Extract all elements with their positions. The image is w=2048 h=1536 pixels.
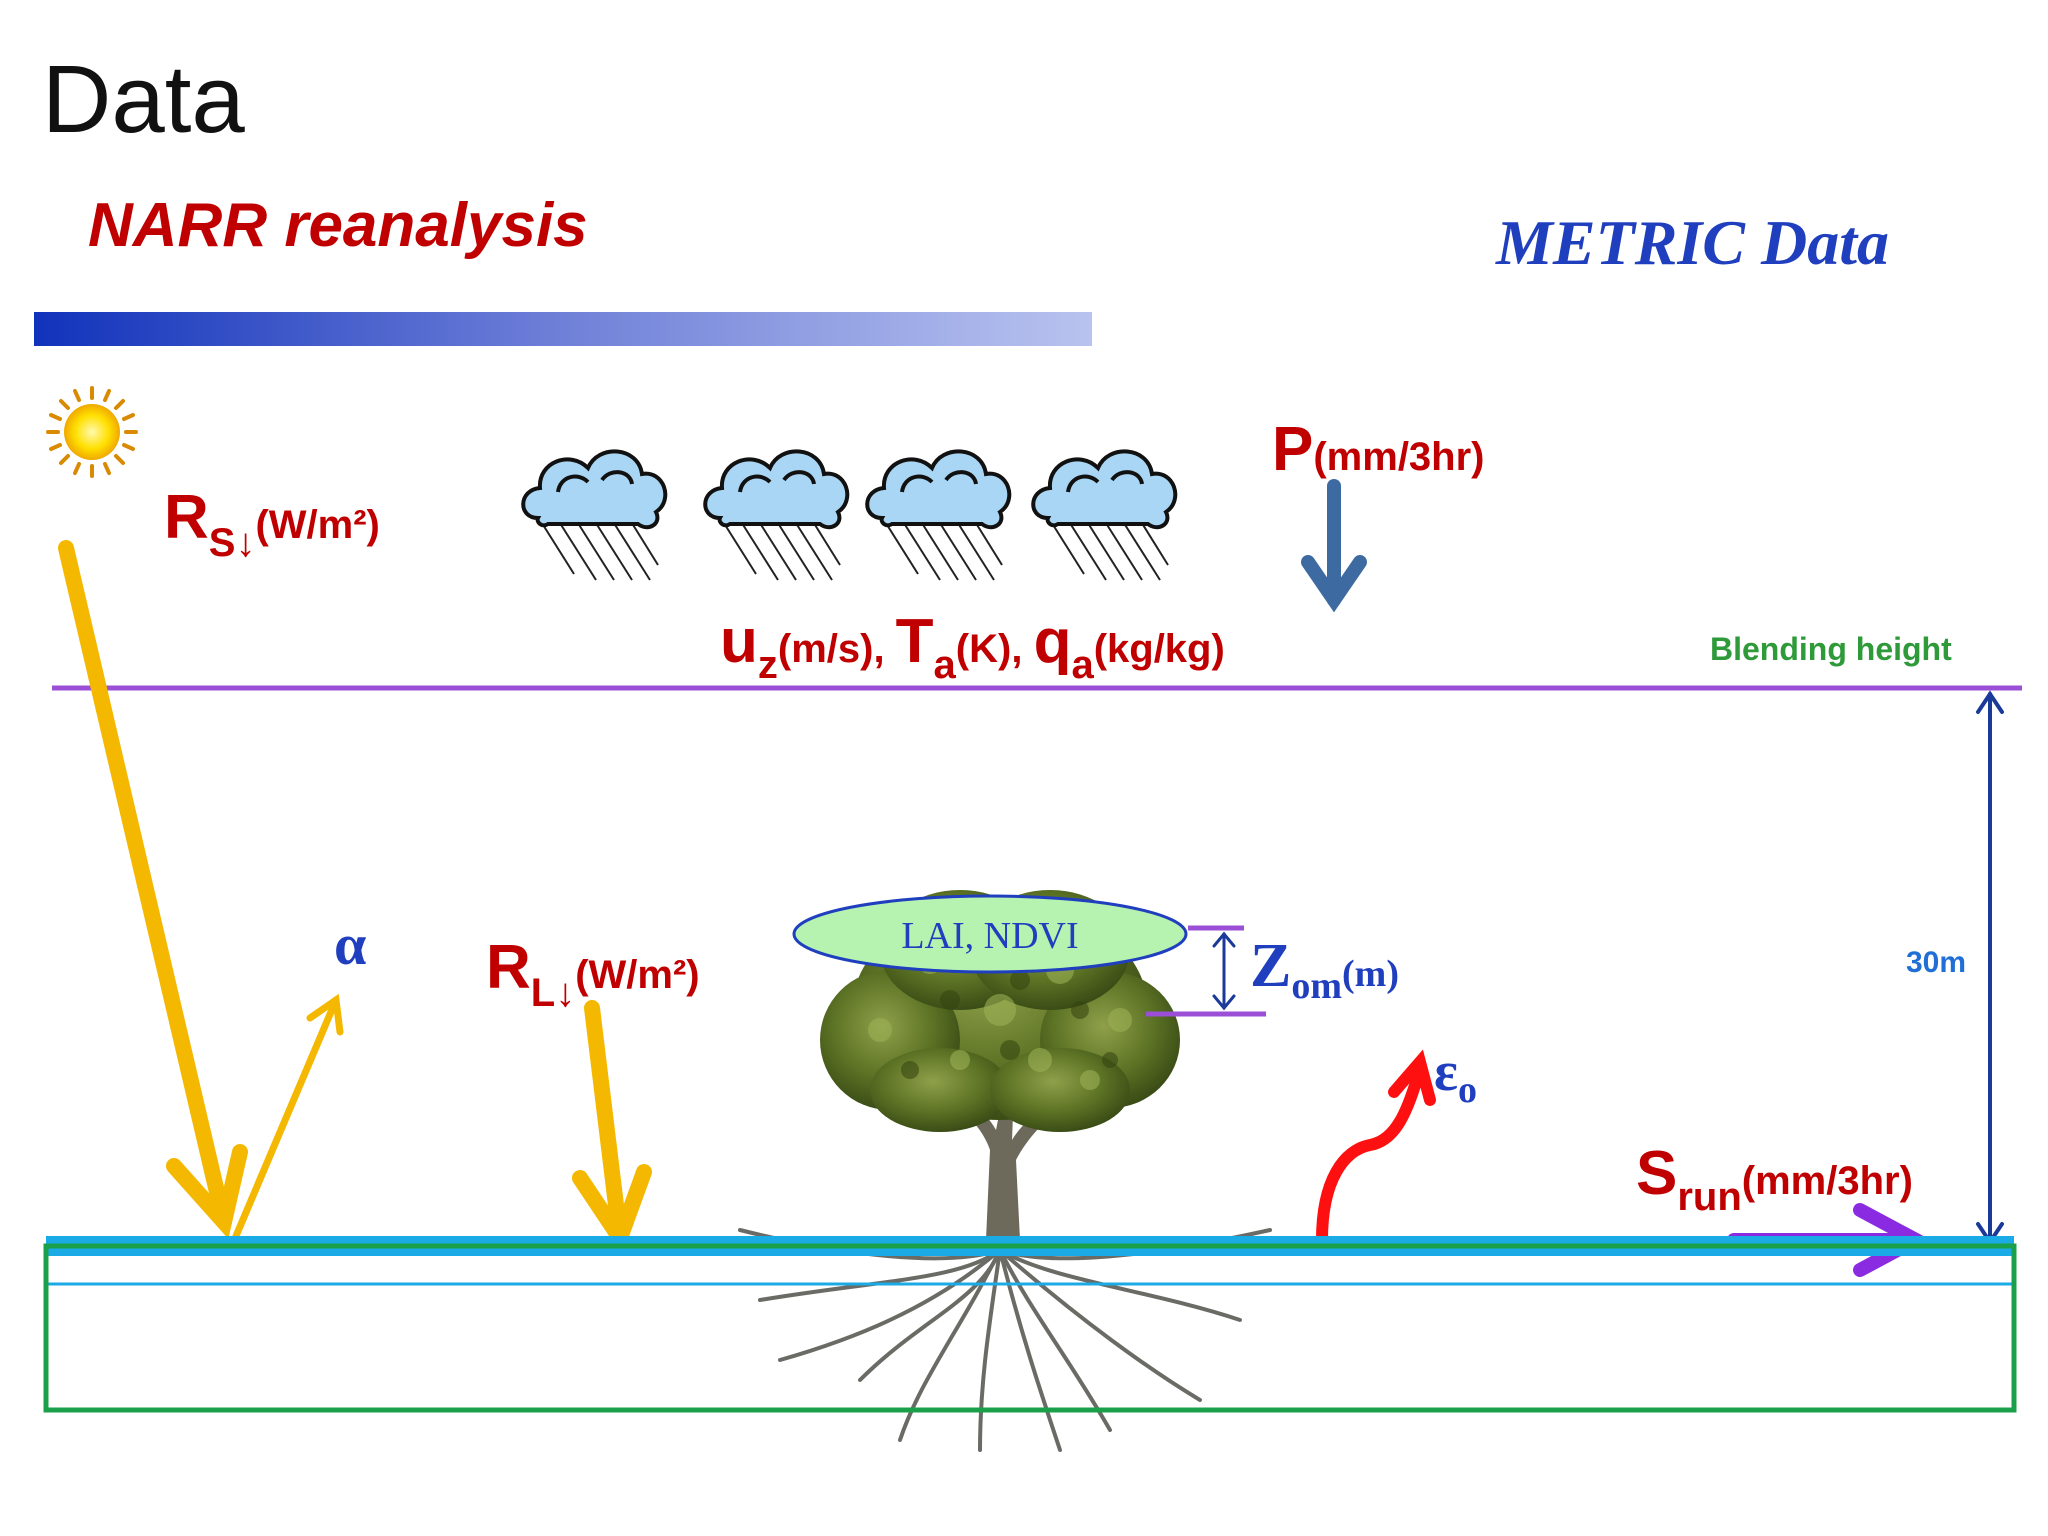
label-rl-unit: (W/m²) — [575, 953, 699, 997]
label-height: 30m — [1906, 946, 1966, 979]
shortwave-arrow — [58, 540, 248, 1239]
precip-arrow — [1301, 479, 1367, 613]
page-title: Data — [42, 46, 245, 153]
label-blending-height: Blending height — [1710, 631, 1952, 667]
title-underline-bar — [34, 312, 1092, 346]
label-rl-sub: L↓ — [531, 971, 575, 1015]
label-precip-main: P — [1272, 415, 1313, 484]
label-srun-unit: (mm/3hr) — [1742, 1159, 1913, 1203]
label-zom-sub: om — [1291, 965, 1342, 1007]
label-precip: P(mm/3hr) — [1272, 415, 1485, 484]
label-srun: Srun(mm/3hr) — [1636, 1139, 1913, 1219]
tree-icon — [738, 890, 1272, 1452]
label-forcing: uz(m/s), Ta(K), qa(kg/kg) — [720, 607, 1225, 687]
label-uz-sub: z — [758, 643, 778, 687]
subtitle-metric: METRIC Data — [1495, 207, 1889, 278]
height-arrow — [1976, 690, 2004, 1246]
sun-icon — [46, 386, 138, 478]
label-qa-unit: (kg/kg) — [1094, 627, 1225, 671]
label-rs: RS↓(W/m²) — [164, 483, 380, 565]
label-zom: Zom(m) — [1250, 932, 1399, 1007]
rain-cloud-icon — [865, 449, 1012, 581]
label-rs-main: R — [164, 483, 209, 552]
label-eps-main: ε — [1434, 1041, 1458, 1103]
label-srun-sub: run — [1677, 1175, 1741, 1219]
label-uz-unit: (m/s), — [778, 627, 896, 671]
rain-cloud-icon — [703, 449, 850, 581]
label-zom-main: Z — [1250, 932, 1291, 1000]
label-alpha: α — [334, 912, 366, 977]
longwave-arrow — [572, 1000, 652, 1256]
roughness-marker — [1146, 925, 1266, 1017]
reflected-arrow — [232, 993, 344, 1240]
label-ta-sub: a — [934, 643, 957, 687]
label-qa-sub: a — [1071, 643, 1094, 687]
label-ta-unit: (K), — [956, 627, 1034, 671]
label-eps-sub: o — [1458, 1069, 1477, 1111]
label-lai-ndvi: LAI, NDVI — [901, 915, 1078, 957]
label-emissivity: εo — [1434, 1041, 1477, 1111]
label-precip-unit: (mm/3hr) — [1313, 435, 1484, 479]
label-rl: RL↓(W/m²) — [486, 933, 700, 1015]
label-uz-main: u — [720, 607, 758, 676]
label-rs-sub: S↓ — [209, 521, 256, 565]
label-srun-main: S — [1636, 1139, 1677, 1208]
label-rl-main: R — [486, 933, 531, 1002]
label-zom-unit: (m) — [1342, 953, 1399, 995]
rain-cloud-icon — [521, 449, 668, 581]
emission-arrow — [1316, 1049, 1436, 1246]
rain-cloud-icon — [1031, 449, 1178, 581]
soil-box — [43, 1243, 2017, 1413]
subtitle-narr: NARR reanalysis — [88, 191, 588, 260]
label-qa-main: q — [1034, 607, 1072, 676]
lai-ndvi-ellipse — [792, 894, 1188, 974]
label-ta-main: T — [896, 607, 934, 676]
label-rs-unit: (W/m²) — [255, 503, 379, 547]
